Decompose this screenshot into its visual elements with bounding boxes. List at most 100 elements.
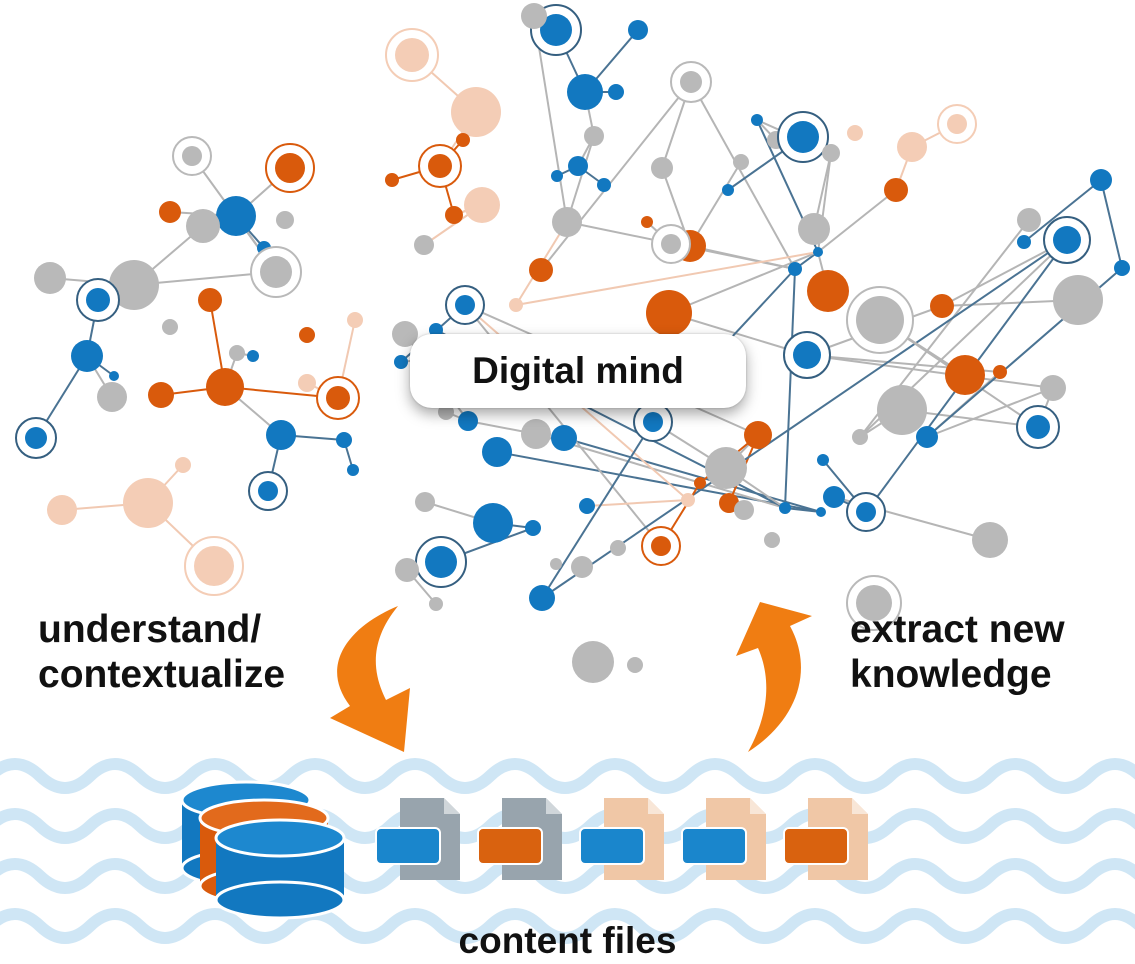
network-node (646, 290, 692, 336)
network-node (206, 368, 244, 406)
network-node (71, 340, 103, 372)
network-node (109, 371, 119, 381)
network-node (572, 641, 614, 683)
network-node (779, 502, 791, 514)
digital-mind-card: Digital mind (410, 334, 746, 408)
network-node (529, 258, 553, 282)
network-node (25, 427, 47, 449)
network-node (425, 546, 457, 578)
network-node (456, 133, 470, 147)
network-node (651, 157, 673, 179)
network-node (610, 540, 626, 556)
network-node (1026, 415, 1050, 439)
network-edge (1023, 179, 1102, 243)
network-node (793, 341, 821, 369)
document-corner (852, 798, 868, 814)
network-edge (690, 81, 796, 270)
network-edge (515, 251, 819, 306)
network-node (298, 374, 316, 392)
network-node (1017, 208, 1041, 232)
extract-label: extract new knowledge (850, 608, 1065, 698)
database-stack-icon (180, 780, 346, 920)
network-node (734, 500, 754, 520)
network-node (47, 495, 77, 525)
document-icon (579, 798, 664, 880)
network-node (451, 87, 501, 137)
document-icon (477, 798, 562, 880)
network-node (198, 288, 222, 312)
network-node (856, 585, 892, 621)
network-node (428, 154, 452, 178)
network-node (680, 71, 702, 93)
document-row (375, 798, 868, 880)
network-edge (668, 251, 819, 314)
network-node (529, 585, 555, 611)
network-node (733, 154, 749, 170)
network-node (798, 213, 830, 245)
network-node (148, 382, 174, 408)
network-node (445, 206, 463, 224)
document-badge (681, 827, 747, 865)
network-node (182, 146, 202, 166)
network-node (993, 365, 1007, 379)
document-badge (579, 827, 645, 865)
network-node (458, 411, 478, 431)
network-node (415, 492, 435, 512)
document-badge (375, 827, 441, 865)
network-node (972, 522, 1008, 558)
network-node (551, 425, 577, 451)
network-edge (689, 161, 742, 247)
curved-arrow-up-icon (736, 602, 812, 752)
network-node (627, 657, 643, 673)
network-node (525, 520, 541, 536)
network-node (429, 597, 443, 611)
network-node (884, 178, 908, 202)
network-node (807, 270, 849, 312)
extract-label-line-1: extract new (850, 608, 1065, 651)
network-node (816, 507, 826, 517)
network-node (681, 493, 695, 507)
network-node (822, 144, 840, 162)
network-node (229, 345, 245, 361)
network-node (705, 447, 747, 489)
wave-line (0, 858, 1135, 894)
network-node (109, 260, 159, 310)
network-node (787, 121, 819, 153)
network-node (336, 432, 352, 448)
network-node (216, 196, 256, 236)
network-node (651, 536, 671, 556)
document-corner (648, 798, 664, 814)
network-node (945, 355, 985, 395)
network-node (247, 350, 259, 362)
network-node (628, 20, 648, 40)
network-node (394, 355, 408, 369)
network-node (817, 454, 829, 466)
network-node (326, 386, 350, 410)
content-files-label: content files (458, 920, 677, 961)
network-edge (541, 421, 654, 599)
wave-line (0, 758, 1135, 794)
network-node (1040, 375, 1066, 401)
network-node (1114, 260, 1130, 276)
network-node (299, 327, 315, 343)
network-node (464, 187, 500, 223)
network-edge (566, 135, 595, 223)
document-icon (681, 798, 766, 880)
network-edge (496, 451, 822, 513)
understand-label-line-1: understand/ (38, 608, 262, 651)
network-edge (563, 437, 822, 513)
network-node (540, 14, 572, 46)
wave-line (0, 908, 1135, 944)
network-node (276, 211, 294, 229)
network-node (641, 216, 653, 228)
content-waves (0, 758, 1135, 944)
network-node (392, 321, 418, 347)
network-node (608, 84, 624, 100)
network-node (579, 498, 595, 514)
network-node (930, 294, 954, 318)
network-node (947, 114, 967, 134)
network-node (856, 296, 904, 344)
network-node (266, 420, 296, 450)
network-node (852, 429, 868, 445)
